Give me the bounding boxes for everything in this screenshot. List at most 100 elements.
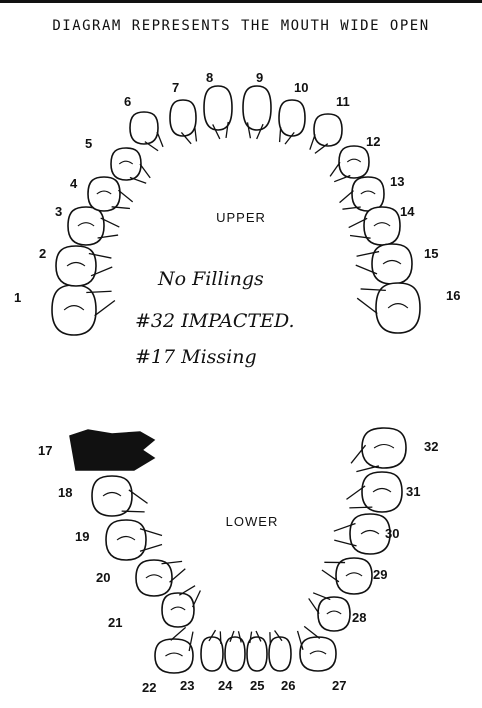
tooth-3-crown (68, 207, 104, 245)
tooth-7-crown (170, 100, 196, 136)
tooth-11-root-2 (310, 134, 315, 149)
tooth-2 (56, 246, 112, 286)
tooth-29 (322, 558, 372, 594)
tooth-number-7: 7 (172, 80, 179, 95)
lower-arch-label: LOWER (226, 514, 279, 529)
tooth-number-15: 15 (424, 246, 438, 261)
tooth-31 (346, 472, 402, 512)
tooth-6 (130, 112, 163, 151)
tooth-19-crown (106, 520, 146, 560)
tooth-22-crown (155, 639, 193, 673)
tooth-11 (310, 114, 342, 153)
note-32-impacted: #32 IMPACTED. (135, 310, 295, 332)
tooth-28 (309, 593, 350, 631)
tooth-30 (334, 514, 390, 554)
tooth-1 (52, 285, 115, 335)
tooth-7-root-1 (195, 127, 197, 142)
tooth-5-root-2 (130, 177, 146, 183)
tooth-number-32: 32 (424, 439, 438, 454)
tooth-number-1: 1 (14, 290, 21, 305)
tooth-5-root-1 (140, 164, 150, 178)
tooth-12-crown (339, 146, 369, 178)
tooth-10 (279, 100, 305, 144)
tooth-31-root-1 (349, 507, 372, 508)
tooth-23-root-2 (220, 631, 221, 644)
tooth-18-crown (92, 476, 132, 516)
tooth-10-root-2 (280, 127, 281, 142)
tooth-7 (170, 100, 196, 144)
tooth-32 (351, 428, 406, 472)
tooth-12-root-1 (334, 176, 350, 182)
tooth-14 (349, 207, 400, 245)
tooth-24 (225, 631, 245, 671)
tooth-5-crown (111, 148, 141, 180)
tooth-6-root-1 (157, 132, 163, 147)
tooth-number-5: 5 (85, 136, 92, 151)
tooth-10-crown (279, 100, 305, 136)
tooth-number-27: 27 (332, 678, 346, 693)
tooth-26-crown (269, 637, 291, 671)
tooth-17 (70, 430, 154, 470)
tooth-number-17: 17 (38, 443, 52, 458)
tooth-17-blacked-out (70, 430, 154, 470)
tooth-13 (340, 177, 384, 211)
tooth-number-6: 6 (124, 94, 131, 109)
tooth-20-crown (136, 560, 172, 596)
tooth-21-root-1 (179, 586, 195, 595)
tooth-18 (92, 476, 148, 516)
tooth-19 (106, 520, 162, 560)
tooth-28-root-2 (313, 593, 330, 600)
tooth-number-28: 28 (352, 610, 366, 625)
tooth-24-crown (225, 637, 245, 671)
tooth-number-25: 25 (250, 678, 264, 693)
note-17-missing: #17 Missing (135, 346, 257, 368)
tooth-3 (68, 207, 119, 245)
tooth-number-11: 11 (336, 94, 350, 109)
tooth-number-3: 3 (55, 204, 62, 219)
tooth-28-crown (318, 597, 350, 631)
tooth-8 (204, 86, 232, 139)
note-no-fillings: No Fillings (157, 268, 264, 290)
tooth-16-root-1 (357, 298, 377, 313)
tooth-15-crown (372, 244, 412, 284)
tooth-number-23: 23 (180, 678, 194, 693)
tooth-21-root-2 (193, 590, 201, 607)
tooth-number-13: 13 (390, 174, 404, 189)
tooth-number-18: 18 (58, 485, 72, 500)
tooth-number-24: 24 (218, 678, 233, 693)
tooth-4-crown (88, 177, 120, 211)
tooth-29-crown (336, 558, 372, 594)
tooth-4 (88, 177, 133, 211)
tooth-23 (201, 630, 223, 671)
tooth-5 (111, 148, 150, 183)
tooth-number-2: 2 (39, 246, 46, 261)
tooth-number-29: 29 (373, 567, 387, 582)
upper-arch: 12345678910111213141516 (14, 70, 460, 335)
tooth-number-31: 31 (406, 484, 420, 499)
tooth-9 (243, 86, 271, 139)
tooth-15 (356, 244, 412, 284)
tooth-number-26: 26 (281, 678, 295, 693)
tooth-32-crown (362, 428, 406, 468)
tooth-number-16: 16 (446, 288, 460, 303)
tooth-number-19: 19 (75, 529, 89, 544)
tooth-12 (330, 146, 369, 182)
tooth-number-8: 8 (206, 70, 213, 85)
tooth-6-crown (130, 112, 158, 144)
tooth-32-root-1 (356, 466, 379, 472)
tooth-number-20: 20 (96, 570, 110, 585)
tooth-16 (357, 283, 420, 333)
tooth-14-crown (364, 207, 400, 245)
tooth-12-root-2 (330, 162, 340, 176)
tooth-23-crown (201, 637, 223, 671)
tooth-number-30: 30 (385, 526, 399, 541)
tooth-20 (136, 560, 185, 596)
tooth-number-12: 12 (366, 134, 380, 149)
tooth-13-crown (352, 177, 384, 211)
tooth-11-crown (314, 114, 342, 146)
upper-arch-label: UPPER (216, 210, 266, 225)
tooth-21-crown (162, 593, 194, 627)
